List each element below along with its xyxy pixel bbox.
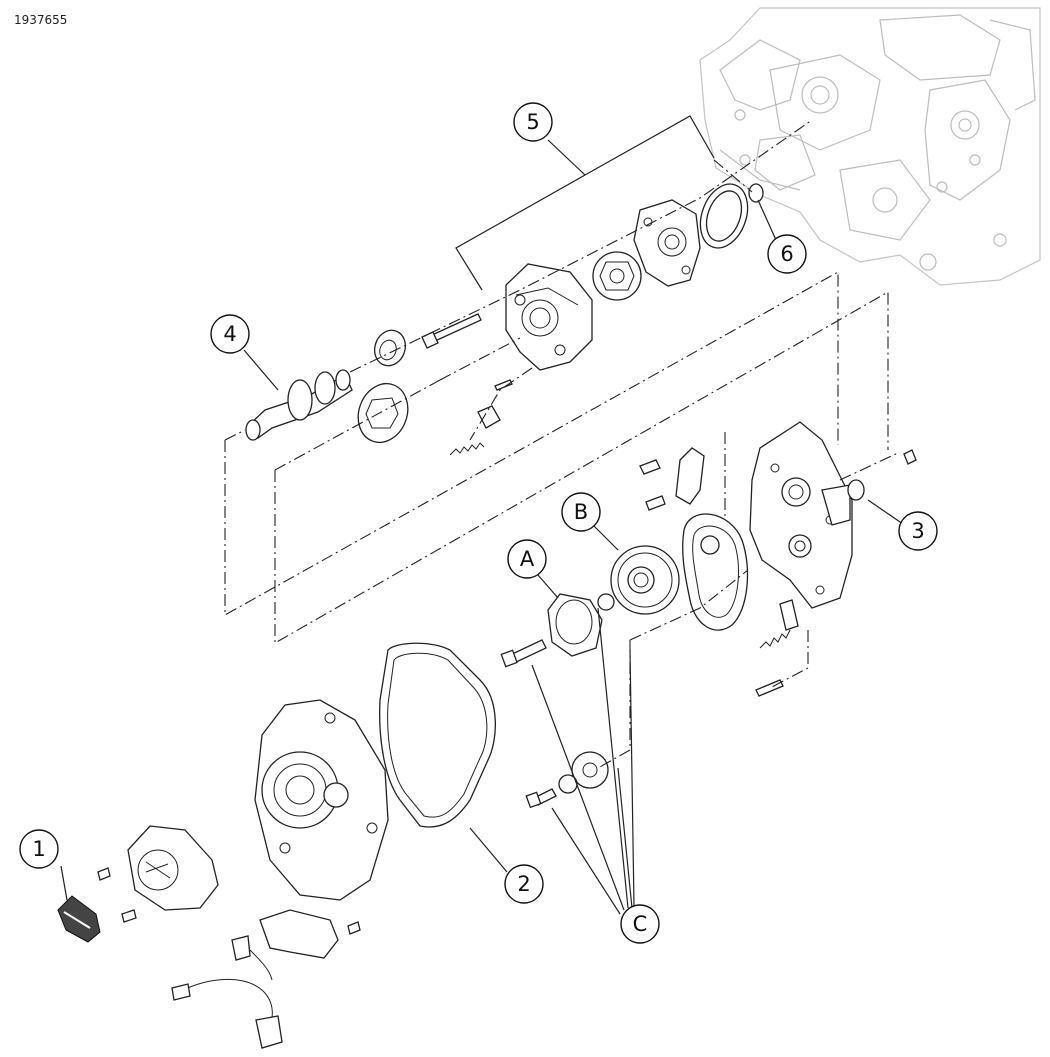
callout-2: 2 — [504, 864, 544, 904]
plate-dowel — [903, 449, 917, 465]
callout-3: 3 — [898, 511, 938, 551]
callout-2-label: 2 — [517, 872, 530, 896]
needle-bearing — [373, 329, 407, 367]
tensioner-spring — [759, 629, 791, 649]
callout-6: 6 — [767, 234, 807, 274]
callout-5: 5 — [513, 102, 553, 142]
gerotor-inner — [592, 251, 642, 301]
callout-1: 1 — [19, 829, 59, 869]
callout-1-label: 1 — [32, 837, 45, 861]
callout-C-label: C — [633, 912, 648, 936]
callout-B: B — [561, 492, 601, 532]
harness-connector-small — [171, 983, 191, 1001]
dowel-pin — [494, 379, 513, 391]
oil-pump-seal-ring — [699, 183, 749, 249]
chain-tensioner — [639, 447, 705, 511]
gerotor-outer — [357, 382, 409, 444]
callout-A-label: A — [520, 547, 535, 571]
tensioner-plunger — [779, 599, 799, 631]
harley-emblem — [57, 895, 101, 943]
cam-support-plate — [749, 421, 917, 609]
engine-crankcase-ghost — [699, 7, 1041, 286]
harness-connector — [255, 1015, 283, 1049]
crank-sprocket-hub — [547, 593, 603, 657]
sprocket-bolt — [500, 639, 547, 668]
callout-6-label: 6 — [780, 242, 793, 266]
oil-pump-rear-plate — [633, 199, 701, 287]
crank-sprocket-small — [571, 751, 609, 789]
relief-valve-plunger — [477, 405, 501, 429]
callout-5-label: 5 — [526, 110, 539, 134]
cam-cover — [254, 699, 389, 901]
sprocket-washer — [597, 593, 615, 611]
long-bolt — [421, 313, 482, 349]
callout-C: C — [620, 904, 660, 944]
figure-number: 1937655 — [14, 13, 68, 27]
cam-cover-gasket — [379, 642, 496, 828]
callout-B-label: B — [574, 500, 588, 524]
callout-4-label: 4 — [223, 322, 236, 346]
camshaft — [245, 369, 353, 441]
inspection-cover — [97, 825, 219, 923]
small-o-ring — [748, 183, 764, 203]
alignment-guides — [224, 119, 901, 769]
crank-bolt — [525, 788, 557, 809]
relief-spring — [449, 442, 485, 456]
callout-3-label: 3 — [911, 519, 924, 543]
cam-sprocket — [610, 545, 680, 615]
callout-A: A — [507, 539, 547, 579]
oil-pump-body — [505, 263, 593, 371]
plate-bolt — [755, 679, 784, 697]
callout-leaders — [60, 115, 904, 915]
plate-o-ring — [847, 479, 865, 501]
cam-position-sensor — [231, 909, 361, 981]
oil-pump-assembly — [357, 183, 764, 456]
callout-4: 4 — [210, 314, 250, 354]
cam-drive-chain — [682, 513, 749, 631]
